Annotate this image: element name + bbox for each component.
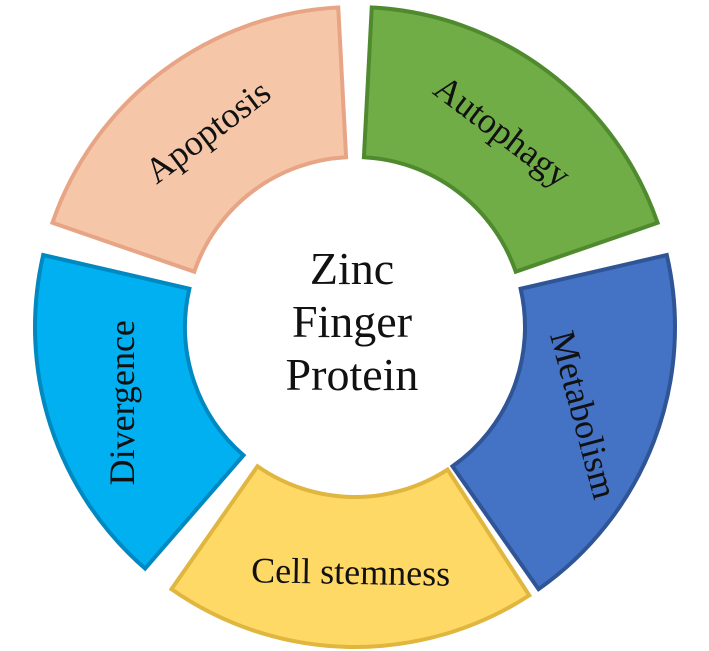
center-line-2: Finger <box>292 296 412 347</box>
center-line-3: Protein <box>286 349 419 400</box>
segment-apoptosis-shape <box>49 5 349 275</box>
segment-cell-stemness-shape <box>168 463 533 649</box>
segment-autophagy-shape <box>361 5 661 275</box>
center-line-1: Zinc <box>310 243 394 294</box>
segment-cell-stemness: Cell stemness <box>168 463 533 649</box>
segment-divergence-label: Divergence <box>102 320 142 485</box>
segment-apoptosis: Apoptosis <box>49 5 349 275</box>
segment-metabolism: Metabolism <box>449 252 677 592</box>
segment-cell-stemness-label: Cell stemness <box>251 550 451 593</box>
segment-divergence-shape <box>32 252 247 572</box>
segment-metabolism-shape <box>449 252 677 592</box>
center-label: Zinc Finger Protein <box>286 243 419 400</box>
segment-autophagy: Autophagy <box>361 5 661 275</box>
segment-divergence: Divergence <box>32 252 247 572</box>
